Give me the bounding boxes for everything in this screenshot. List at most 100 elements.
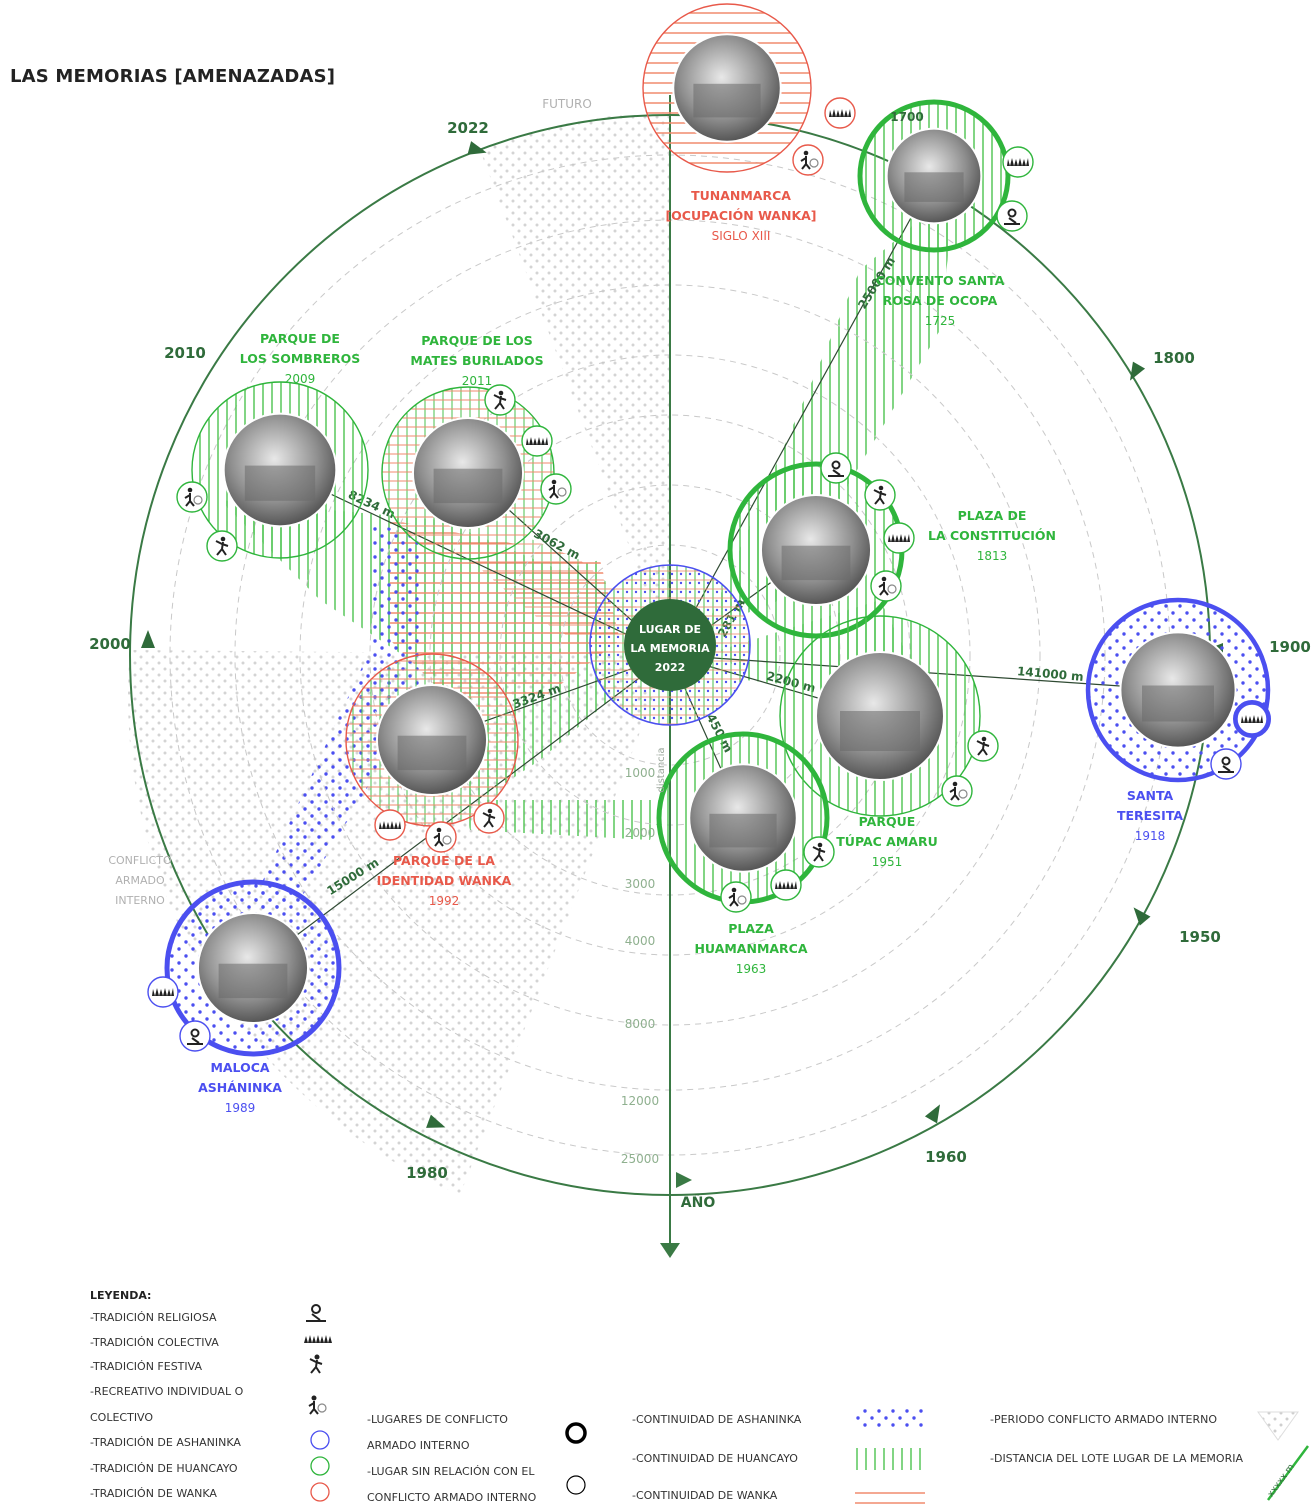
ashaninka-continuity-swatch — [855, 1408, 925, 1430]
timeline-arrow-icon — [924, 1104, 940, 1124]
place-name-line1: TUNANMARCA — [691, 188, 791, 203]
year-label: 1980 — [406, 1164, 448, 1182]
place-name-line1: MALOCA — [210, 1060, 269, 1075]
place-year: 2009 — [285, 372, 316, 386]
tradicion-festiva-icon — [309, 1354, 323, 1374]
distancia-label: distancia — [656, 747, 667, 792]
place-name-line1: SANTA — [1127, 788, 1174, 803]
distance-label: 141000 m — [1016, 664, 1084, 684]
year-label: 2022 — [447, 119, 489, 137]
distance-sample-label: xxxxx m — [1266, 1462, 1297, 1499]
places-layer: TUNANMARCA [OCUPACIÓN WANKA] SIGLO XIII CON… — [147, 3, 1271, 1115]
legend-item: -TRADICIÓN DE WANKA — [90, 1487, 217, 1500]
legend-item: -CONTINUIDAD DE HUANCAYO — [632, 1452, 798, 1465]
legend-item: -CONTINUIDAD DE WANKA — [632, 1489, 778, 1502]
place-year: 1725 — [925, 314, 956, 328]
ring-distance-label: 3000 — [625, 877, 656, 891]
tradicion-religiosa-icon — [306, 1304, 326, 1322]
place-year: 1963 — [736, 962, 767, 976]
place-photo-building — [244, 465, 316, 501]
year-axis-arrow-icon — [660, 1243, 680, 1258]
place-year: 2011 — [462, 374, 493, 388]
place-photo-building — [781, 545, 851, 581]
tradicion-colectiva-icon — [374, 809, 406, 841]
place-photo-building — [397, 735, 467, 771]
legend-item: -TRADICIÓN FESTIVA — [90, 1360, 202, 1373]
place-name-line1: PARQUE DE — [260, 331, 340, 346]
place-year: 1918 — [1135, 829, 1166, 843]
year-label: 1950 — [1179, 928, 1221, 946]
legend-item: -TRADICIÓN RELIGIOSA — [90, 1311, 217, 1324]
place-photo-building — [904, 172, 964, 202]
recreativo-icon — [540, 473, 572, 505]
legend-item: -TRADICIÓN DE ASHANINKA — [90, 1436, 241, 1449]
center-label-1: LUGAR DE — [639, 623, 701, 636]
center-label-3: 2022 — [655, 661, 686, 674]
ashaninka-continuity-band — [240, 520, 420, 930]
ring-distance-label: 8000 — [625, 1017, 656, 1031]
place-name-line2: TERESITA — [1117, 808, 1183, 823]
recreativo-icon — [941, 775, 973, 807]
legend-item: -TRADICIÓN COLECTIVA — [90, 1336, 219, 1349]
tradicion-festiva-icon — [206, 530, 238, 562]
place-name-line1: PLAZA — [728, 921, 774, 936]
recreativo-icon — [176, 481, 208, 513]
place-name-line2: ROSA DE OCOPA — [883, 293, 998, 308]
huancayo-tradition-circle — [310, 1456, 330, 1476]
tradicion-colectiva-icon — [304, 1335, 332, 1343]
legend-item: -PERIODO CONFLICTO ARMADO INTERNO — [990, 1413, 1218, 1426]
year-1700-label: 1700 — [890, 110, 923, 124]
place-name-line2: [OCUPACIÓN WANKA] — [665, 208, 816, 223]
center-node[interactable]: LUGAR DE LA MEMORIA 2022 — [589, 564, 751, 726]
tradicion-festiva-icon — [473, 802, 505, 834]
page-title: LAS MEMORIAS [AMENAZADAS] — [10, 66, 336, 87]
conflict-period-swatch — [1257, 1411, 1299, 1441]
tradicion-colectiva-icon — [147, 976, 179, 1008]
place-photo-building — [433, 468, 503, 504]
place-name-line2: MATES BURILADOS — [410, 353, 543, 368]
place-year: SIGLO XIII — [712, 229, 771, 243]
place-name-line1: PARQUE DE LA — [393, 853, 495, 868]
tradicion-religiosa-icon — [179, 1020, 211, 1052]
year-label: 1960 — [925, 1148, 967, 1166]
legend-item: -CONTINUIDAD DE ASHANINKA — [632, 1413, 802, 1426]
year-label: 2010 — [164, 344, 206, 362]
place-plaza-huamanmarca[interactable]: PLAZA HUAMANMARCA 1963 — [656, 731, 835, 976]
place-photo-building — [709, 813, 777, 848]
legend-item: COLECTIVO — [90, 1411, 154, 1424]
huancayo-continuity-swatch — [855, 1448, 925, 1470]
year-label: 1900 — [1269, 638, 1311, 656]
legend-item: -LUGAR SIN RELACIÓN CON EL — [367, 1465, 535, 1478]
tradicion-festiva-icon — [803, 836, 835, 868]
place-name-line1: CONVENTO SANTA — [876, 273, 1005, 288]
tradicion-festiva-icon — [864, 479, 896, 511]
year-label: 1800 — [1153, 349, 1195, 367]
place-name-line1: PLAZA DE — [958, 508, 1027, 523]
distance-sample-line — [1266, 1445, 1310, 1501]
place-santa-teresita[interactable]: SANTA TERESITA 1918 — [1085, 597, 1271, 843]
place-name-line2: TÚPAC AMARU — [836, 834, 937, 849]
ring-distance-label: 1000 — [625, 766, 656, 780]
no-conflict-place-circle — [566, 1475, 586, 1495]
place-name-line2: HUAMANMARCA — [694, 941, 807, 956]
place-tunanmarca-ocupación-wanka-[interactable]: TUNANMARCA [OCUPACIÓN WANKA] SIGLO XIII — [642, 3, 856, 243]
place-parque-de-los-mates-burilados[interactable]: PARQUE DE LOS MATES BURILADOS 2011 — [381, 333, 572, 560]
tradicion-colectiva-icon — [824, 97, 856, 129]
tradicion-colectiva-icon — [770, 869, 802, 901]
place-year: 1813 — [977, 549, 1008, 563]
tradicion-religiosa-icon — [820, 452, 852, 484]
place-year: 1951 — [872, 855, 903, 869]
legend-item: -DISTANCIA DEL LOTE LUGAR DE LA MEMORIA — [990, 1452, 1243, 1465]
conflicto-label-1: CONFLICTO — [108, 854, 172, 867]
place-name-line1: PARQUE DE LOS — [421, 333, 532, 348]
place-convento-santa-rosa-de-ocopa[interactable]: CONVENTO SANTA ROSA DE OCOPA 1725 — [857, 99, 1034, 328]
recreativo-icon — [425, 821, 457, 853]
place-photo-building — [840, 711, 920, 751]
place-photo-building — [1142, 685, 1214, 722]
